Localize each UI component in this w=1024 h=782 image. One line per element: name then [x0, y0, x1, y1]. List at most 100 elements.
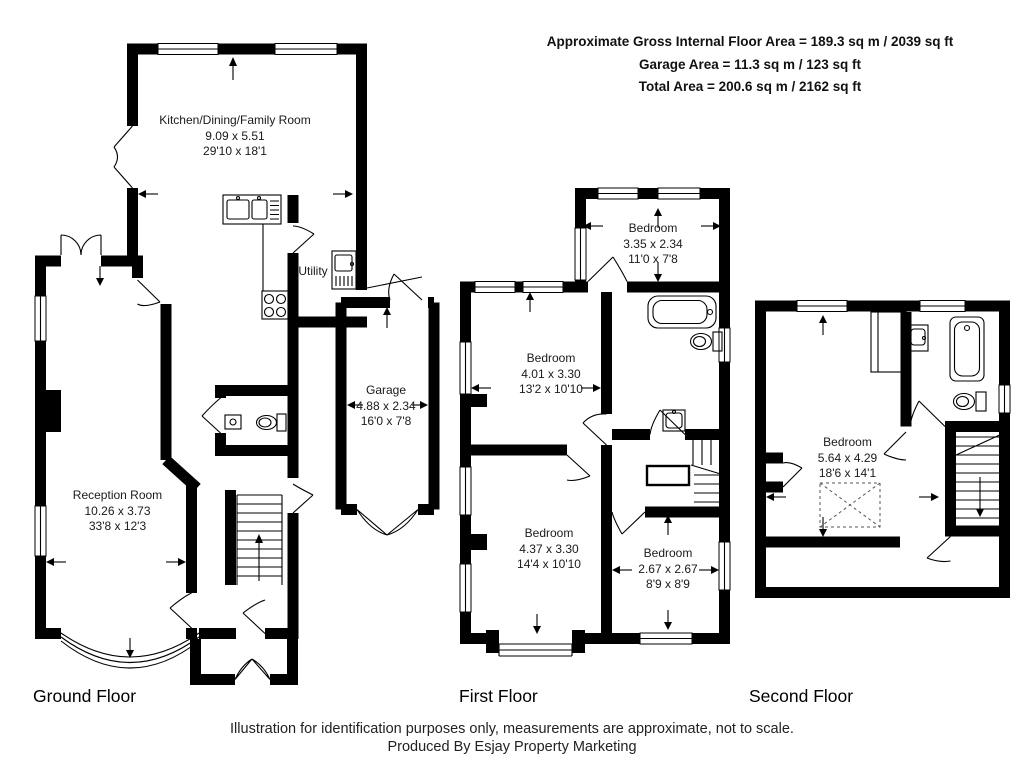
window — [34, 295, 47, 342]
ground-windows — [34, 43, 338, 557]
room-dims-imperial: 33'8 x 12'3 — [88, 519, 147, 533]
bay-window — [486, 630, 585, 657]
room-name: Bedroom — [628, 221, 678, 235]
room-dims-imperial: 18'6 x 14'1 — [818, 466, 877, 480]
stairs-icon — [955, 432, 1005, 519]
chimney-breast — [471, 534, 487, 550]
room-name: Bedroom — [823, 435, 872, 449]
window — [718, 541, 731, 591]
room-dims-imperial: 11'0 x 7'8 — [628, 252, 678, 266]
ground-walls — [35, 43, 440, 685]
room-label-utility: Utility — [285, 264, 341, 280]
room-dims-imperial: 29'10 x 18'1 — [203, 144, 267, 158]
reception-hall-door — [169, 592, 192, 629]
wc-door — [201, 397, 221, 434]
room-label-bedroom-loft: Bedroom 5.64 x 4.29 18'6 x 14'1 — [790, 435, 905, 482]
french-doors — [60, 234, 102, 256]
utility-sink-icon — [331, 250, 357, 290]
porch-doors — [234, 658, 271, 680]
window — [639, 632, 693, 645]
chimney-breast — [471, 394, 487, 407]
stairs-door — [926, 536, 951, 563]
window — [522, 281, 564, 293]
utility-door — [292, 225, 315, 254]
toilet-icon — [952, 391, 987, 412]
room-dims-metric: 4.37 x 3.30 — [519, 541, 579, 556]
first-floor-title: First Floor — [459, 686, 538, 706]
dimension-arrows — [46, 57, 428, 658]
room-dims-imperial: 13'2 x 10'10 — [519, 382, 583, 396]
dimension-arrows — [766, 315, 939, 537]
first-doors — [566, 256, 686, 535]
window — [657, 187, 701, 200]
reception-door — [137, 279, 161, 307]
room-label-reception: Reception Room 10.26 x 3.73 33'8 x 12'3 — [45, 488, 190, 535]
room-name: Bedroom — [526, 351, 576, 365]
total-area-text: Total Area = 200.6 sq m / 2162 sq ft — [638, 79, 862, 94]
landing-door — [883, 431, 907, 461]
room-name: Utility — [298, 264, 328, 278]
gross-area-text: Approximate Gross Internal Floor Area = … — [546, 34, 954, 49]
side-door — [292, 483, 314, 514]
window — [157, 43, 219, 55]
restricted-height-area — [819, 482, 881, 528]
room-name: Bedroom — [524, 526, 574, 540]
second-windows — [796, 300, 1011, 414]
garage-person-door — [388, 273, 423, 301]
room-label-bedroom-small: Bedroom 2.67 x 2.67 8'9 x 8'9 — [609, 546, 727, 593]
window — [718, 327, 731, 363]
room-label-kitchen: Kitchen/Dining/Family Room 9.09 x 5.51 2… — [140, 113, 330, 160]
room-label-bedroom-rear: Bedroom 3.35 x 2.34 11'0 x 7'8 — [594, 221, 712, 268]
window — [474, 281, 516, 293]
basin-icon — [662, 409, 686, 432]
second-doors — [782, 400, 951, 563]
area-summary: Approximate Gross Internal Floor Area = … — [485, 31, 1015, 99]
bathroom-door — [649, 409, 686, 435]
eaves-door — [782, 462, 803, 488]
first-floor-plan — [459, 187, 731, 657]
window — [597, 187, 639, 200]
window — [998, 384, 1011, 414]
footer: Illustration for identification purposes… — [112, 721, 912, 756]
room-label-bedroom-front: Bedroom 4.37 x 3.30 14'4 x 10'10 — [490, 526, 608, 573]
stairs-icon — [645, 438, 725, 503]
kitchen-sink-icon — [222, 194, 282, 291]
chimney-breast — [46, 390, 61, 432]
window — [796, 300, 848, 312]
kitchen-side-opening — [113, 125, 133, 189]
stairs-icon — [236, 494, 283, 585]
room-name: Reception Room — [72, 488, 163, 502]
disclaimer-text: Illustration for identification purposes… — [230, 721, 794, 737]
bath-icon — [647, 295, 717, 329]
garage-doors — [356, 509, 419, 536]
window — [919, 300, 966, 312]
bedroom-small-door — [611, 511, 646, 535]
first-windows — [459, 187, 731, 657]
room-dims-imperial: 14'4 x 10'10 — [517, 557, 581, 571]
bedroom-rear-door — [587, 256, 628, 282]
room-dims-metric: 5.64 x 4.29 — [817, 450, 878, 465]
room-name: Bedroom — [643, 546, 693, 560]
room-dims-metric: 4.88 x 2.34 — [356, 398, 416, 413]
room-label-garage: Garage 4.88 x 2.34 16'0 x 7'8 — [331, 383, 441, 430]
wc-toilet-icon — [255, 413, 287, 432]
bath-icon — [949, 316, 985, 382]
ground-floor-plan — [34, 43, 440, 685]
window — [34, 505, 47, 557]
room-dims-metric: 9.09 x 5.51 — [205, 128, 265, 143]
side-gate — [366, 276, 423, 289]
room-dims-imperial: 8'9 x 8'9 — [646, 577, 690, 591]
window — [459, 466, 472, 516]
room-dims-metric: 10.26 x 3.73 — [84, 503, 151, 518]
garage-area-text: Garage Area = 11.3 sq m / 123 sq ft — [639, 56, 861, 72]
bedroom-middle-door — [582, 413, 607, 446]
room-dims-imperial: 16'0 x 7'8 — [360, 414, 412, 428]
window — [459, 563, 472, 613]
dormer-recess — [870, 311, 907, 373]
room-dims-metric: 3.35 x 2.34 — [623, 236, 683, 251]
second-floor-title: Second Floor — [749, 686, 854, 706]
second-floor-plan — [755, 300, 1011, 598]
room-name: Kitchen/Dining/Family Room — [159, 113, 311, 127]
window — [459, 341, 472, 395]
